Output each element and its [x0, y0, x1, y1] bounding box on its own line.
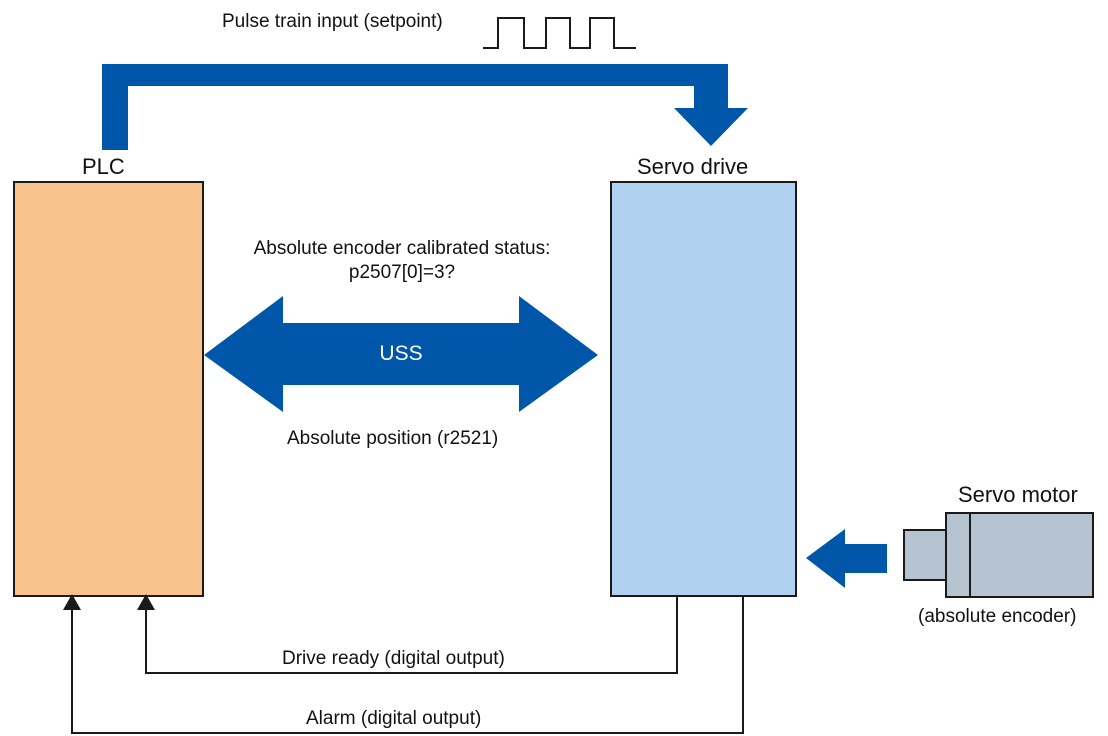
- encoder-status-line1: Absolute encoder calibrated status:: [253, 238, 551, 259]
- uss-double-arrow: [204, 296, 598, 412]
- encoder-feedback-arrow: [806, 529, 887, 588]
- pulse-train-label: Pulse train input (setpoint): [222, 11, 443, 32]
- plc-title: PLC: [82, 154, 125, 179]
- absolute-position-label: Absolute position (r2521): [287, 428, 499, 449]
- alarm-arrowhead: [63, 594, 81, 610]
- encoder-status-line2: p2507[0]=3?: [348, 262, 456, 283]
- servo-motor-body: [945, 512, 1094, 598]
- setpoint-arrow: [102, 64, 748, 150]
- servo-drive-title: Servo drive: [637, 154, 749, 179]
- pulse-train-waveform: [483, 17, 636, 49]
- drive-ready-label: Drive ready (digital output): [282, 648, 505, 669]
- absolute-encoder-label: (absolute encoder): [918, 606, 1077, 627]
- servo-drive-box: [610, 181, 797, 597]
- drive-ready-line: [145, 596, 678, 674]
- servo-motor-shaft: [903, 529, 947, 581]
- alarm-line: [71, 596, 744, 734]
- alarm-label: Alarm (digital output): [306, 708, 482, 729]
- drive-ready-arrowhead: [137, 594, 155, 610]
- plc-box: [13, 181, 204, 597]
- servo-motor-title: Servo motor: [958, 482, 1078, 507]
- uss-label: USS: [379, 342, 423, 365]
